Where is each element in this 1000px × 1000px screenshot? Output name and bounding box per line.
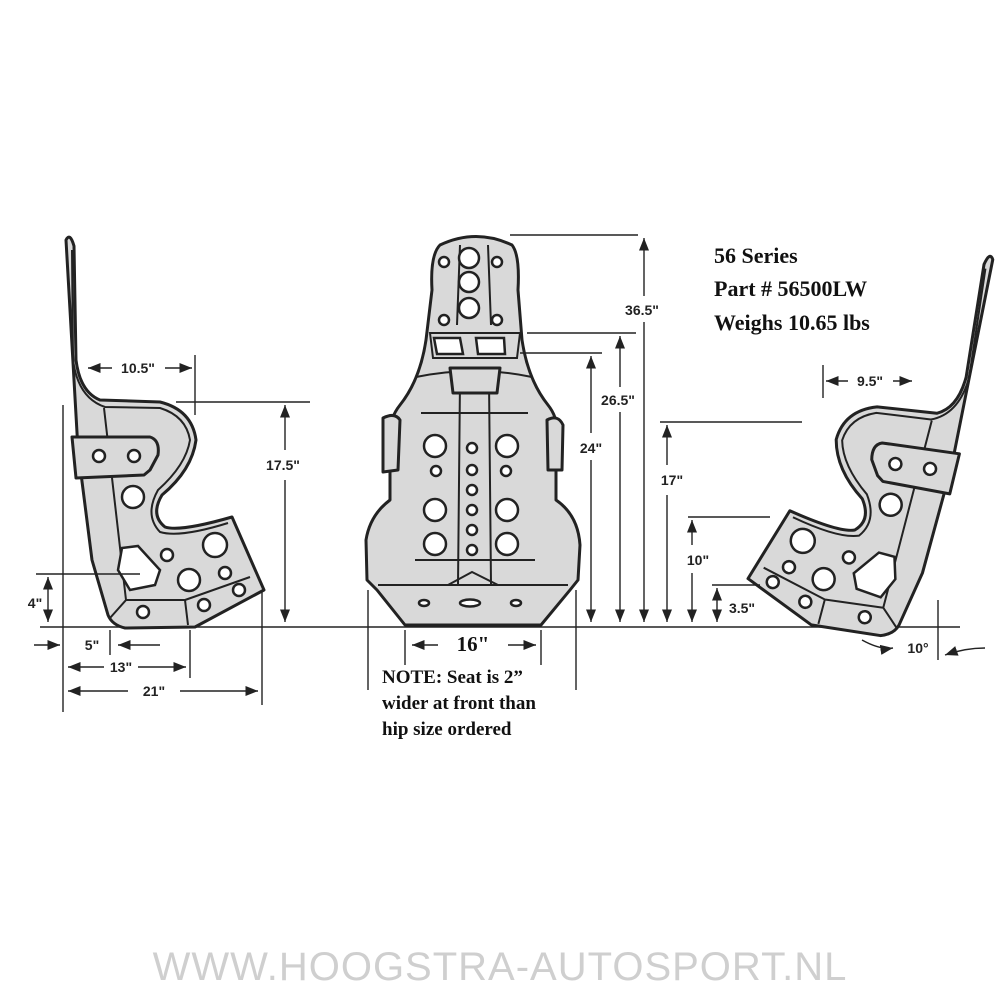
dim-recline-angle: 10° xyxy=(907,640,928,656)
dim-shoulder-height: 26.5" xyxy=(601,392,635,408)
left-dimensions: 10.5" 17.5" 4" 5" 13" 21" xyxy=(28,355,310,712)
dim-back-depth: 10.5" xyxy=(121,360,155,376)
dim-hip-width: 16" xyxy=(457,632,490,656)
spec-block: 56 Series Part # 56500LW Weighs 10.65 lb… xyxy=(714,243,870,335)
dim-belt-height: 24" xyxy=(580,440,602,456)
left-side-view-seat xyxy=(64,235,266,630)
weight-label: Weighs 10.65 lbs xyxy=(714,310,870,335)
note-line-2: wider at front than xyxy=(382,693,536,714)
front-dimensions: 36.5" 26.5" 24" 16" NOTE: Seat is 2” wid… xyxy=(367,234,659,740)
part-number: Part # 56500LW xyxy=(714,276,867,301)
note-line-1: NOTE: Seat is 2” xyxy=(382,667,523,688)
dim-front-lip: 4" xyxy=(28,595,42,611)
series-label: 56 Series xyxy=(714,243,798,268)
front-view-seat xyxy=(364,235,582,627)
dim-overall-height: 36.5" xyxy=(625,302,659,318)
dim-seat-height: 17.5" xyxy=(266,457,300,473)
dim-seat-depth: 13" xyxy=(110,659,132,675)
watermark: WWW.HOOGSTRA-AUTOSPORT.NL xyxy=(153,945,848,989)
right-dimensions: 9.5" 17" 10" 3.5" 10° xyxy=(660,365,986,660)
dim-side-height: 17" xyxy=(661,472,683,488)
dim-overall-depth: 21" xyxy=(143,683,165,699)
dim-rear-offset: 5" xyxy=(85,637,99,653)
note-line-3: hip size ordered xyxy=(382,719,512,740)
dim-bottom-height: 3.5" xyxy=(729,600,755,616)
dim-right-back-depth: 9.5" xyxy=(857,373,883,389)
dim-thigh-height: 10" xyxy=(687,552,709,568)
